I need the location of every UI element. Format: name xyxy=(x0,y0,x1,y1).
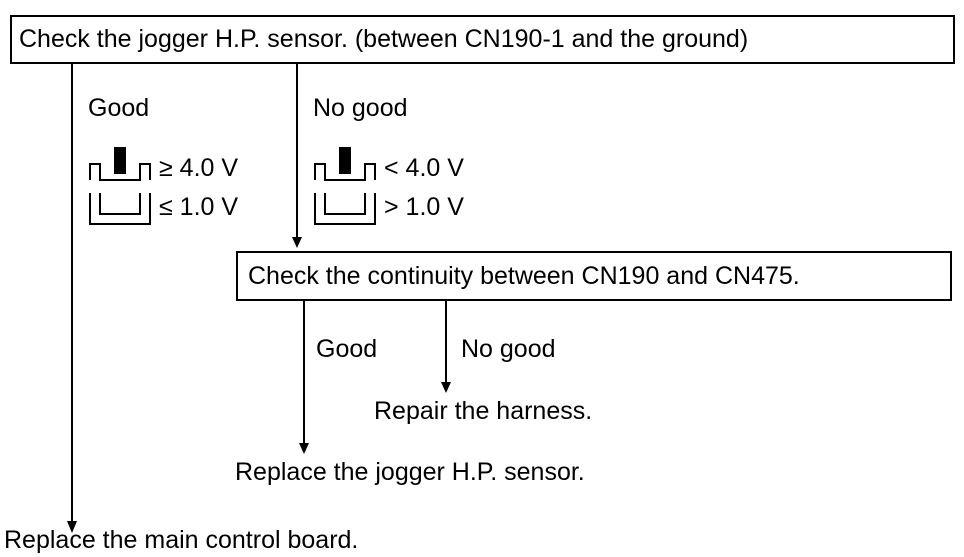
good-open-voltage: ≤ 1.0 V xyxy=(159,193,239,221)
nogood-blocked-voltage: < 4.0 V xyxy=(384,154,464,182)
good-blocked-voltage: ≥ 4.0 V xyxy=(159,154,239,182)
check-continuity-label: Check the continuity between CN190 and C… xyxy=(248,261,800,290)
sensor-good-label: Good xyxy=(88,94,150,122)
continuity-nogood-label: No good xyxy=(461,335,556,363)
nogood-open-voltage: > 1.0 V xyxy=(384,193,464,221)
check-continuity-box: Check the continuity between CN190 and C… xyxy=(236,251,952,301)
sensor-nogood-label: No good xyxy=(313,94,408,122)
continuity-good-label: Good xyxy=(316,335,378,363)
check-sensor-label: Check the jogger H.P. sensor. (between C… xyxy=(19,25,749,53)
sensor-blocked-icon xyxy=(314,147,376,181)
sensor-open-icon xyxy=(89,193,151,225)
replace-sensor-action: Replace the jogger H.P. sensor. xyxy=(235,458,585,486)
arrowhead-repair-harness xyxy=(441,382,451,393)
repair-harness-action: Repair the harness. xyxy=(374,397,593,425)
arrowhead-replace-sensor xyxy=(299,443,309,454)
arrowhead-continuity-check xyxy=(292,237,302,248)
sensor-blocked-icon xyxy=(89,147,151,181)
check-sensor-box: Check the jogger H.P. sensor. (between C… xyxy=(10,15,955,64)
arrowhead-replace-board xyxy=(67,521,77,533)
sensor-open-icon xyxy=(314,193,376,225)
replace-board-action: Replace the main control board. xyxy=(4,526,359,554)
